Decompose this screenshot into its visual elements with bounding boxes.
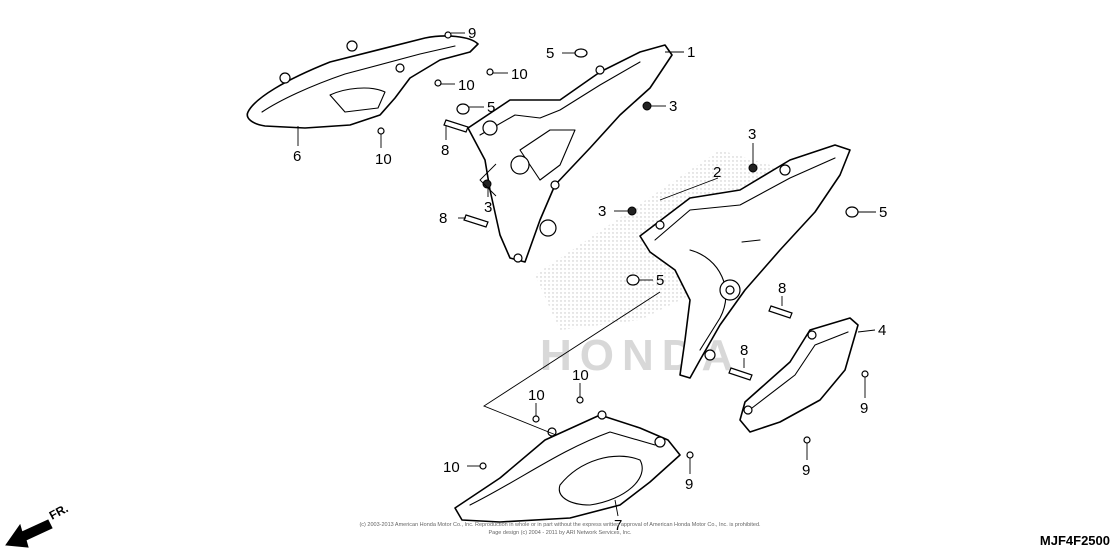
clip-10a — [434, 79, 442, 87]
callout-1: 1 — [687, 44, 695, 61]
clip-10c — [377, 127, 385, 135]
screw-9b — [861, 370, 869, 378]
leader-lines — [297, 32, 876, 517]
grommet-5b — [456, 103, 470, 115]
callout-5c: 5 — [879, 204, 887, 221]
grommet-5d — [626, 274, 640, 286]
copyright-line-1: (c) 2003-2013 American Honda Motor Co., … — [359, 522, 761, 528]
callout-5b: 5 — [487, 99, 495, 116]
screw-9d — [686, 451, 694, 459]
callout-4: 4 — [878, 322, 886, 339]
bolt-8b — [463, 214, 489, 228]
part-2-side-cover-frame[interactable] — [639, 144, 851, 379]
callout-2: 2 — [713, 164, 721, 181]
callout-3a: 3 — [669, 98, 677, 115]
clip-10e — [576, 396, 584, 404]
callout-9b: 9 — [860, 400, 868, 417]
bolt-8a — [443, 119, 469, 133]
fasteners — [377, 31, 869, 470]
callout-10b: 10 — [511, 66, 528, 83]
clip-10f — [479, 462, 487, 470]
callout-8d: 8 — [740, 342, 748, 359]
callout-8a: 8 — [441, 142, 449, 159]
screw-9a — [444, 31, 452, 39]
clip-10b — [486, 68, 494, 76]
callout-6: 6 — [293, 148, 301, 165]
front-label: FR. — [47, 501, 71, 522]
callout-10c: 10 — [375, 151, 392, 168]
screw-9c — [803, 436, 811, 444]
diagram-code: MJF4F2500 — [1039, 533, 1110, 548]
front-direction-indicator: FR. — [5, 501, 71, 548]
callout-10f: 10 — [443, 459, 460, 476]
grommet-5a — [574, 48, 588, 58]
callout-9c: 9 — [802, 462, 810, 479]
copyright-line-2: Page design (c) 2004 - 2011 by ARI Netwo… — [488, 530, 632, 536]
callout-3b: 3 — [484, 199, 492, 216]
clip-10d — [532, 415, 540, 423]
callout-10e: 10 — [572, 367, 589, 384]
nut-3c — [627, 206, 637, 216]
nut-3b — [482, 179, 492, 189]
callout-7: 7 — [614, 517, 622, 534]
callout-3d: 3 — [748, 126, 756, 143]
bolt-8d — [728, 367, 753, 381]
callout-8b: 8 — [439, 210, 447, 227]
callout-10a: 10 — [458, 77, 475, 94]
callouts: 1 2 3 3 3 3 4 5 5 5 5 6 7 8 8 8 8 9 9 9 … — [293, 25, 887, 534]
part-6-rear-upper-cover[interactable] — [246, 35, 479, 129]
callout-3c: 3 — [598, 203, 606, 220]
callout-5d: 5 — [656, 272, 664, 289]
callout-9a: 9 — [468, 25, 476, 42]
callout-5a: 5 — [546, 45, 554, 62]
nut-3d — [748, 163, 758, 173]
callout-8c: 8 — [778, 280, 786, 297]
part-4-side-cover[interactable] — [739, 317, 859, 433]
bolt-8c — [768, 305, 793, 319]
copyright-notice: (c) 2003-2013 American Honda Motor Co., … — [310, 521, 810, 537]
part-7-lower-cover[interactable] — [454, 410, 681, 523]
grommet-5c — [845, 206, 859, 218]
nut-3a — [642, 101, 652, 111]
front-arrow-icon — [5, 519, 53, 548]
callout-10d: 10 — [528, 387, 545, 404]
part-1-bracket[interactable] — [467, 44, 673, 263]
callout-9d: 9 — [685, 476, 693, 493]
